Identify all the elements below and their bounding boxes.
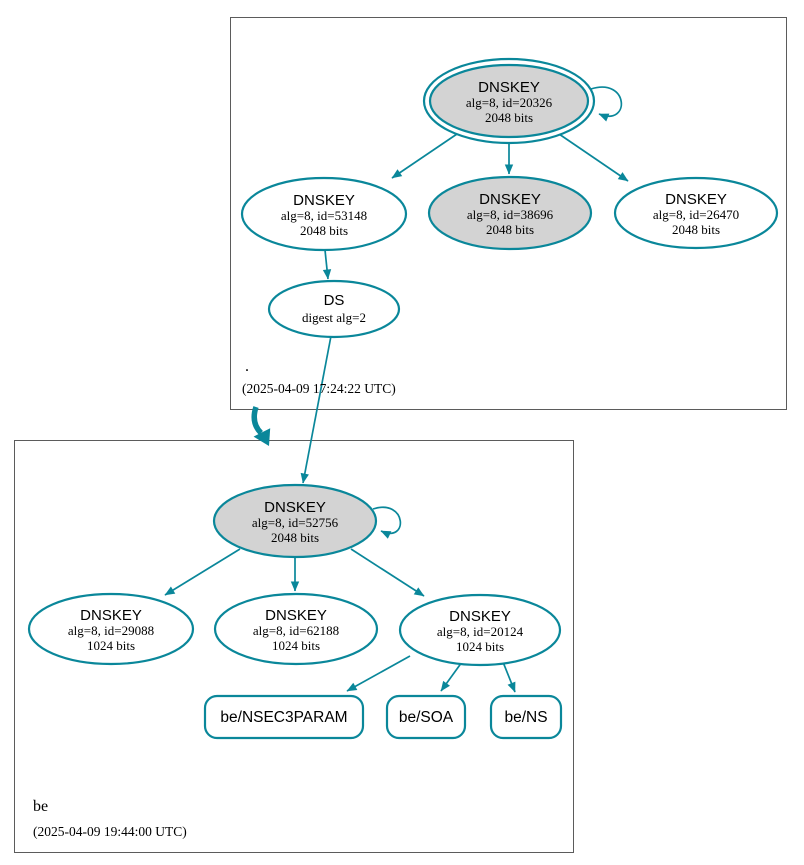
- node-ds[interactable]: DS digest alg=2: [267, 279, 401, 339]
- edge-52756-to-29088: [164, 548, 241, 596]
- zone-box-be: [14, 440, 574, 853]
- node-title: DNSKEY: [293, 192, 355, 209]
- edge-20326-to-26470: [558, 133, 629, 182]
- node-title: DNSKEY: [264, 499, 326, 516]
- node-detail-alg: alg=8, id=26470: [653, 207, 739, 222]
- node-dnskey-62188[interactable]: DNSKEY alg=8, id=62188 1024 bits: [213, 592, 379, 666]
- edge-20124-to-soa: [440, 661, 463, 692]
- node-detail-alg: alg=8, id=38696: [467, 207, 554, 222]
- node-ellipse: [398, 593, 562, 667]
- node-detail-bits: 2048 bits: [672, 222, 720, 237]
- rrset-rect: [489, 694, 563, 740]
- node-title: DNSKEY: [479, 191, 541, 208]
- node-dnskey-26470[interactable]: DNSKEY alg=8, id=26470 2048 bits: [613, 176, 779, 250]
- node-rrset-soa[interactable]: be/SOA: [385, 694, 467, 740]
- node-detail-bits: 1024 bits: [456, 639, 504, 654]
- node-detail-alg: alg=8, id=53148: [281, 208, 367, 223]
- node-detail-bits: 2048 bits: [271, 530, 319, 545]
- node-title: DNSKEY: [265, 607, 327, 624]
- node-ellipse: [27, 592, 195, 666]
- node-title: DNSKEY: [665, 191, 727, 208]
- node-ellipse: [613, 176, 779, 250]
- node-detail-digest: digest alg=2: [302, 310, 366, 325]
- node-detail-bits: 1024 bits: [87, 638, 135, 653]
- edge-20124-to-nsec3param: [346, 655, 411, 692]
- rrset-rect: [385, 694, 467, 740]
- node-rrset-nsec3param[interactable]: be/NSEC3PARAM: [203, 694, 365, 740]
- zone-timestamp-be: (2025-04-09 19:44:00 UTC): [33, 824, 187, 839]
- edge-53148-to-ds: [322, 249, 332, 280]
- edge-ds-to-52756: [300, 335, 332, 484]
- zone-label-be: be: [33, 798, 48, 815]
- edge-delegation-root-to-be: [251, 406, 264, 435]
- edge-52756-to-20124: [350, 548, 425, 597]
- edge-52756-self-signature: [372, 506, 402, 539]
- node-ellipse: [427, 175, 593, 251]
- node-inner-ellipse: [428, 63, 590, 139]
- node-detail-alg: alg=8, id=52756: [252, 515, 339, 530]
- rrset-label: be/SOA: [399, 709, 454, 726]
- node-detail-alg: alg=8, id=62188: [253, 623, 339, 638]
- node-detail-alg: alg=8, id=20124: [437, 624, 524, 639]
- node-detail-bits: 1024 bits: [272, 638, 320, 653]
- node-dnskey-38696[interactable]: DNSKEY alg=8, id=38696 2048 bits: [427, 175, 593, 251]
- node-ellipse: [267, 279, 401, 339]
- node-title: DNSKEY: [449, 608, 511, 625]
- node-ellipse: [213, 592, 379, 666]
- node-dnskey-53148[interactable]: DNSKEY alg=8, id=53148 2048 bits: [240, 176, 408, 252]
- node-dnskey-20326-ksk[interactable]: DNSKEY alg=8, id=20326 2048 bits: [422, 57, 596, 145]
- node-dnskey-20124[interactable]: DNSKEY alg=8, id=20124 1024 bits: [398, 593, 562, 667]
- node-detail-bits: 2048 bits: [485, 110, 533, 125]
- delegation-arrowhead-icon: [253, 428, 271, 446]
- rrset-label: be/NS: [504, 709, 547, 726]
- zone-label-root: .: [245, 358, 249, 375]
- node-ellipse: [240, 176, 408, 252]
- node-detail-alg: alg=8, id=20326: [466, 95, 553, 110]
- edge-20326-to-53148: [391, 133, 458, 179]
- zone-box-root: [230, 17, 787, 410]
- node-detail-bits: 2048 bits: [486, 222, 534, 237]
- node-dnskey-29088[interactable]: DNSKEY alg=8, id=29088 1024 bits: [27, 592, 195, 666]
- node-rrset-ns[interactable]: be/NS: [489, 694, 563, 740]
- node-dnskey-52756-ksk[interactable]: DNSKEY alg=8, id=52756 2048 bits: [212, 483, 378, 559]
- node-title: DS: [324, 292, 345, 309]
- node-detail-bits: 2048 bits: [300, 223, 348, 238]
- edge-20326-self-signature: [590, 86, 623, 122]
- edge-20124-to-ns: [502, 661, 516, 693]
- node-detail-alg: alg=8, id=29088: [68, 623, 154, 638]
- zone-timestamp-root: (2025-04-09 17:24:22 UTC): [242, 381, 396, 396]
- rrset-rect: [203, 694, 365, 740]
- node-ellipse: [212, 483, 378, 559]
- node-title: DNSKEY: [80, 607, 142, 624]
- rrset-label: be/NSEC3PARAM: [220, 709, 347, 726]
- node-title: DNSKEY: [478, 79, 540, 96]
